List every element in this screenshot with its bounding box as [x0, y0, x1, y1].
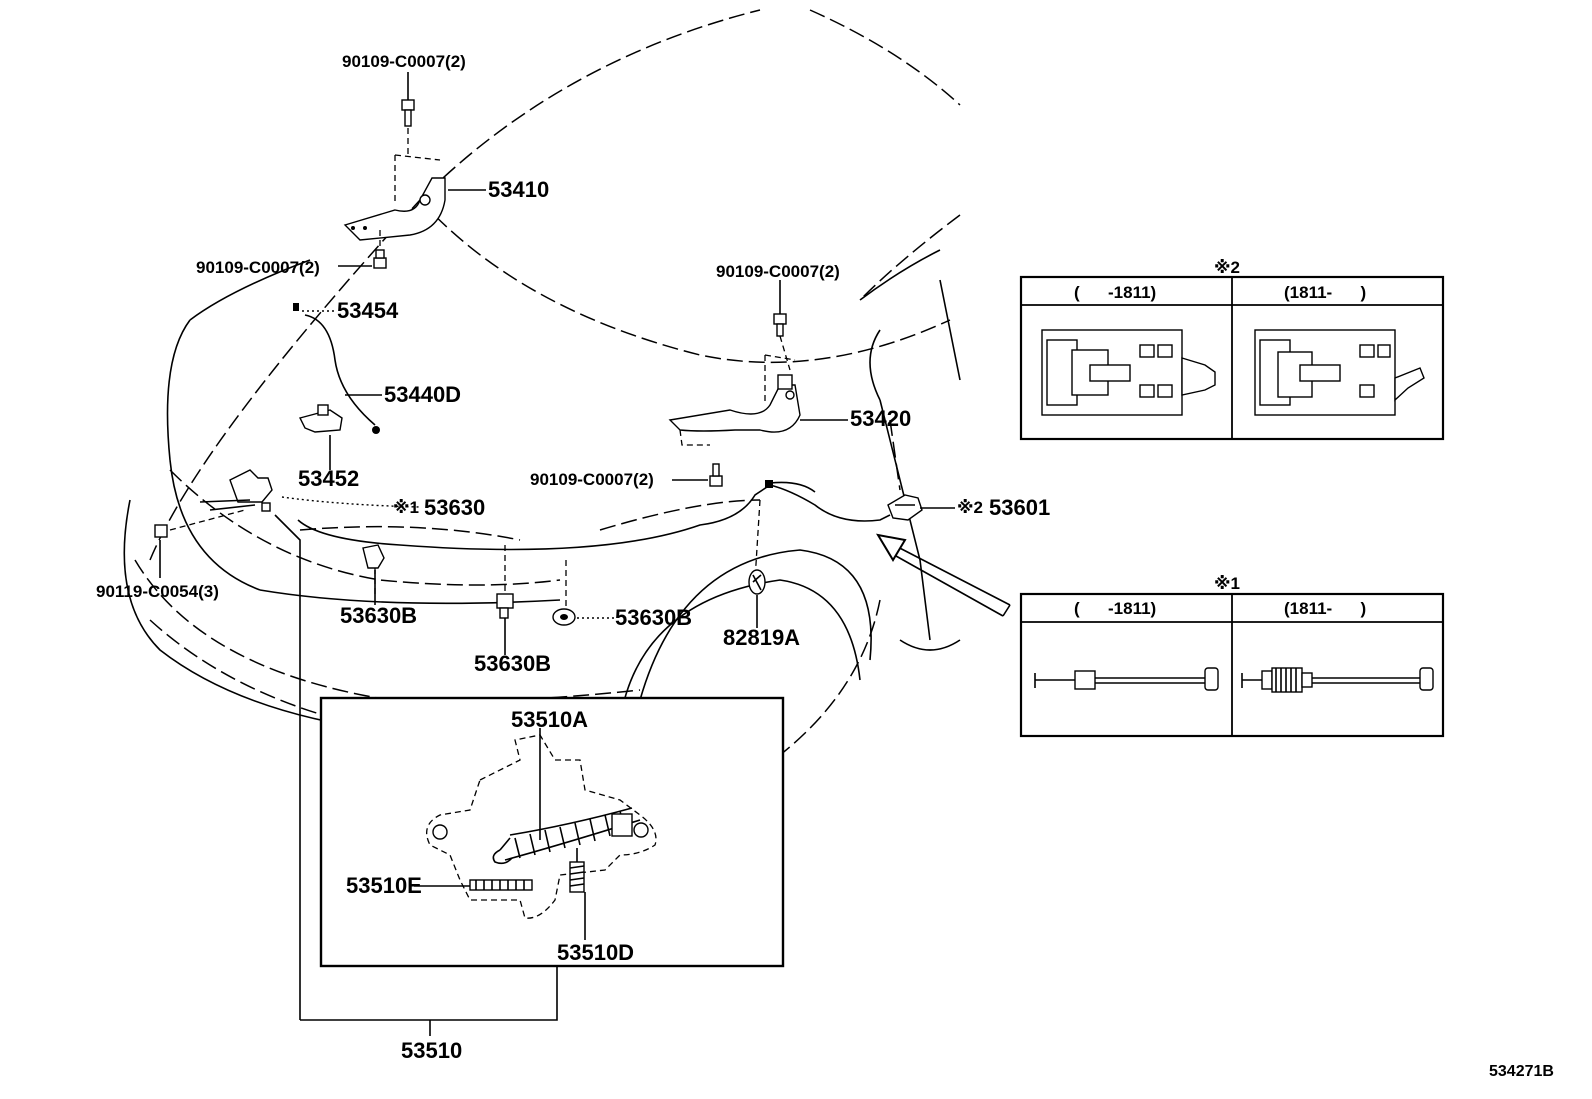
bolt-icon	[401, 99, 415, 155]
inset-lever	[1019, 275, 1445, 441]
inset-cable-col2: (1811- )	[1284, 599, 1366, 618]
spring-icon	[569, 848, 585, 893]
clip-icon	[362, 544, 385, 595]
bolt-icon	[154, 509, 246, 538]
label-lock-spring-e: 53510E	[346, 873, 422, 898]
bolt-icon	[709, 463, 723, 487]
hinge-rh	[668, 354, 801, 446]
label-lock-assembly: 53510	[401, 1038, 462, 1063]
label-rod-holder: 53452	[298, 466, 359, 491]
label-bolt-right-top: 90109-C0007(2)	[716, 262, 840, 281]
inset-lever-mark: ※2	[1214, 258, 1240, 277]
grommet-icon	[748, 569, 766, 620]
inset-lever-col1: ( -1811)	[1074, 283, 1156, 302]
inset-lever-col2: (1811- )	[1284, 283, 1366, 302]
label-clamp-c: 53630B	[474, 651, 551, 676]
part-labels: 90109-C0007(2) 53410 90109-C0007(2) 9010…	[96, 52, 1554, 1080]
spring-icon	[492, 807, 641, 865]
hood-support-rod	[293, 303, 380, 434]
arrow-icon	[876, 533, 1011, 617]
bolt-icon	[373, 249, 387, 269]
clip-icon	[496, 545, 514, 619]
label-support-rod: 53440D	[384, 382, 461, 407]
release-lever-old-icon	[1041, 329, 1216, 416]
inset-cable-mark: ※1	[1214, 574, 1240, 593]
release-lever	[887, 494, 923, 521]
label-clamp-b: 53630B	[615, 605, 692, 630]
label-lock-spring-d: 53510D	[557, 940, 634, 965]
label-release-cable-mark: ※1	[393, 498, 419, 517]
label-cushion: 53454	[337, 298, 399, 323]
label-bolt-lock: 90119-C0054(3)	[96, 582, 219, 601]
label-release-cable: 53630	[424, 495, 485, 520]
label-hinge-lh: 53410	[488, 177, 549, 202]
label-bolt-top: 90109-C0007(2)	[342, 52, 466, 71]
leader-lines	[159, 72, 955, 655]
label-bolt-left-hinge: 90109-C0007(2)	[196, 258, 320, 277]
hood-lock	[199, 469, 301, 1020]
inset-cable-col1: ( -1811)	[1074, 599, 1156, 618]
label-hinge-rh: 53420	[850, 406, 911, 431]
label-clamp-a: 53630B	[340, 603, 417, 628]
label-bolt-right-bottom: 90109-C0007(2)	[530, 470, 654, 489]
release-lever-new-icon	[1254, 329, 1425, 416]
spring-icon	[469, 879, 533, 891]
release-cable	[297, 480, 891, 581]
label-release-lever-mark: ※2	[957, 498, 983, 517]
cable-new-icon	[1241, 667, 1434, 693]
cable-old-icon	[1034, 667, 1219, 691]
label-lock-spring-a: 53510A	[511, 707, 588, 732]
label-release-lever: 53601	[989, 495, 1050, 520]
grommet-icon	[552, 560, 576, 626]
label-grommet: 82819A	[723, 625, 800, 650]
vehicle-outline	[123, 9, 961, 771]
lock-detail-box	[300, 696, 785, 1036]
inset-cable	[1019, 592, 1445, 738]
figure-code: 534271B	[1489, 1063, 1554, 1080]
hinge-lh	[343, 154, 446, 255]
